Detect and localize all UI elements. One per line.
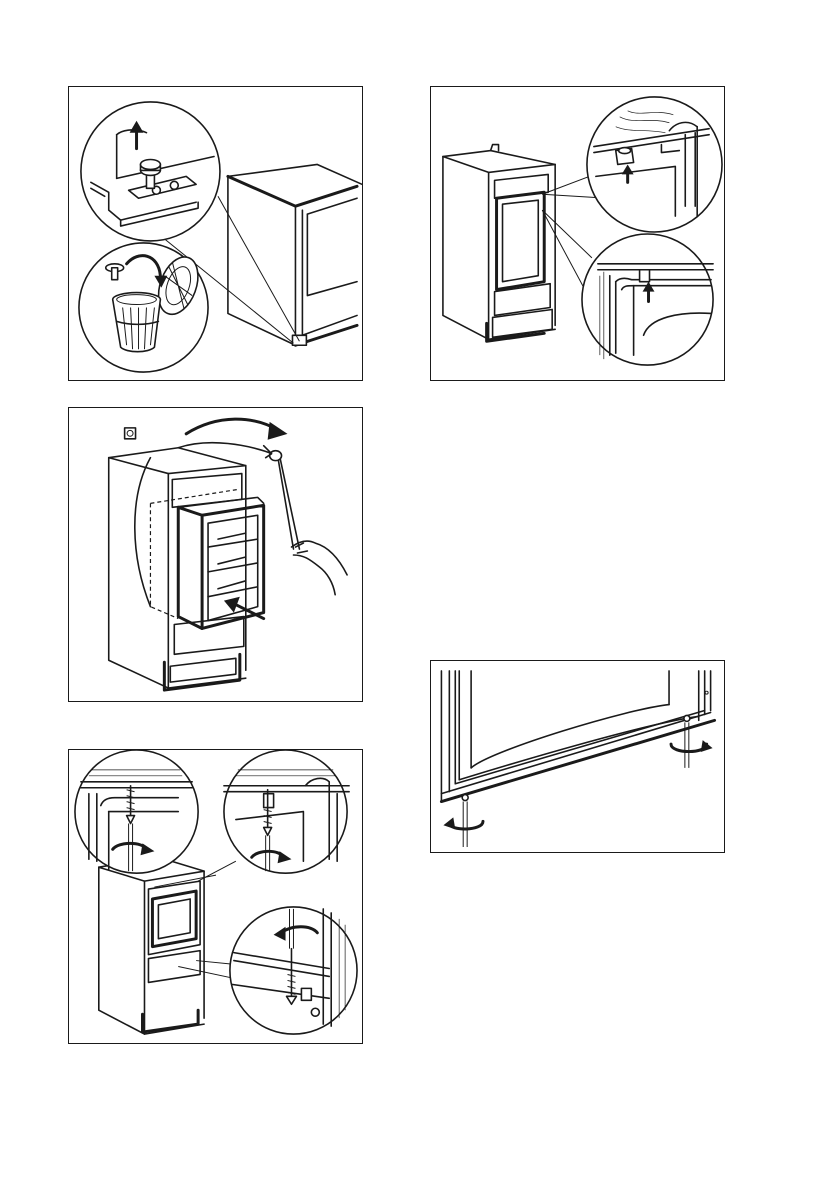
kitchen-cabinet <box>99 857 204 1034</box>
door-frame <box>441 671 714 802</box>
rotate-arrow-icon <box>671 740 713 752</box>
screwdriver-icon <box>684 715 690 767</box>
figure-push-into-niche <box>68 407 363 702</box>
figure-clip-up-hinge <box>430 86 725 381</box>
socket-icon <box>125 428 136 439</box>
detail-circle-bottom-screw <box>230 907 357 1034</box>
screwdriver-icon <box>462 795 468 847</box>
curved-arrow-icon <box>186 419 287 440</box>
clip-icon <box>616 148 634 165</box>
appliance-cabinet <box>228 164 362 345</box>
figure-bottom-screws <box>430 660 725 853</box>
kitchen-cabinet <box>443 145 555 342</box>
figure-remove-foot-bolt <box>68 86 363 381</box>
detail-circle-right-screw <box>224 750 349 873</box>
detail-circle-lower-clip <box>582 234 713 365</box>
bin-icon <box>113 293 161 352</box>
appliance <box>178 497 263 628</box>
detail-circle-bin <box>79 243 208 372</box>
detail-circle-left-screw <box>75 750 198 873</box>
detail-circle-upper-clip <box>587 97 722 232</box>
detail-circle-bolt <box>81 102 220 241</box>
figure-screw-fixing <box>68 749 363 1044</box>
